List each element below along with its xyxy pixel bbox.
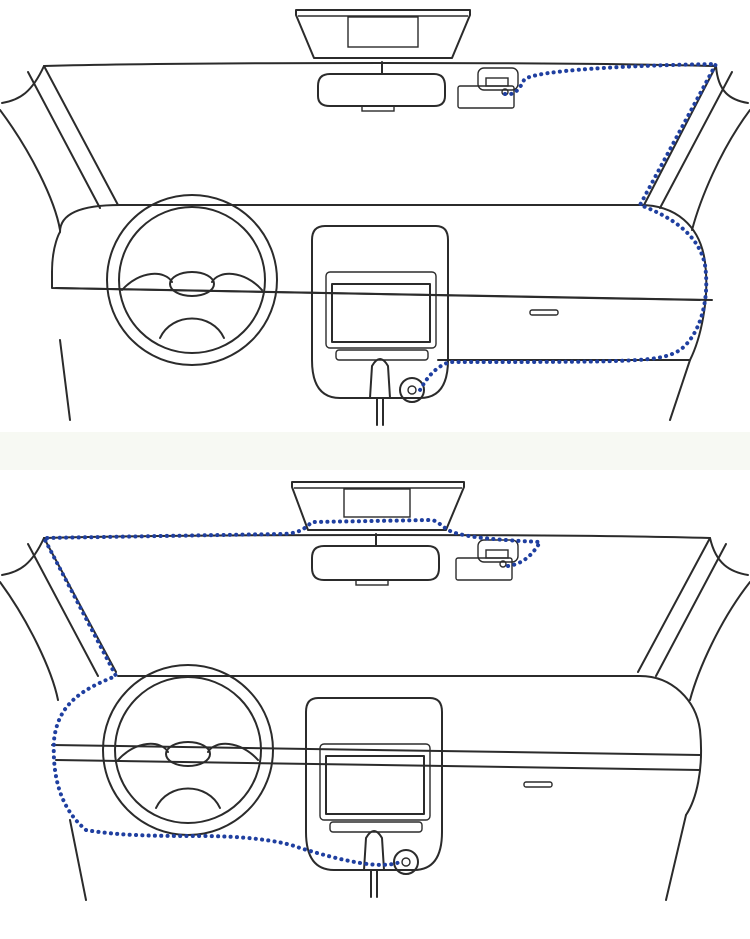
gear-shifter <box>369 358 391 399</box>
power-cable-route <box>40 517 544 867</box>
rear-view-mirror <box>311 545 440 581</box>
overhead-console <box>291 481 465 531</box>
car-interior-diagram-bottom <box>0 481 750 901</box>
rear-view-mirror <box>317 73 446 107</box>
windshield-frame <box>43 62 717 67</box>
dashboard <box>59 204 708 361</box>
power-socket <box>393 849 419 875</box>
panel-driver-side-route <box>0 470 750 939</box>
steering-wheel <box>102 664 274 836</box>
infotainment-screen <box>331 283 431 343</box>
center-console <box>311 225 449 426</box>
power-socket <box>399 377 425 403</box>
panel-separator <box>0 432 750 470</box>
power-cable-route <box>418 61 720 392</box>
glovebox-handle <box>523 781 553 788</box>
overhead-console-light <box>347 16 419 48</box>
steering-wheel <box>106 194 278 366</box>
glovebox-handle <box>529 309 559 316</box>
left-a-pillar <box>27 537 117 677</box>
center-console <box>305 697 443 898</box>
right-a-pillar <box>637 537 727 677</box>
left-a-pillar <box>27 65 119 209</box>
dashboard <box>117 675 703 816</box>
dash-cam <box>457 67 519 109</box>
dash-cam <box>455 539 519 581</box>
panel-passenger-side-route <box>0 0 750 432</box>
car-interior-diagram-top <box>0 9 750 426</box>
overhead-console <box>295 9 471 59</box>
infotainment-screen <box>325 755 425 815</box>
right-a-pillar <box>643 65 733 209</box>
